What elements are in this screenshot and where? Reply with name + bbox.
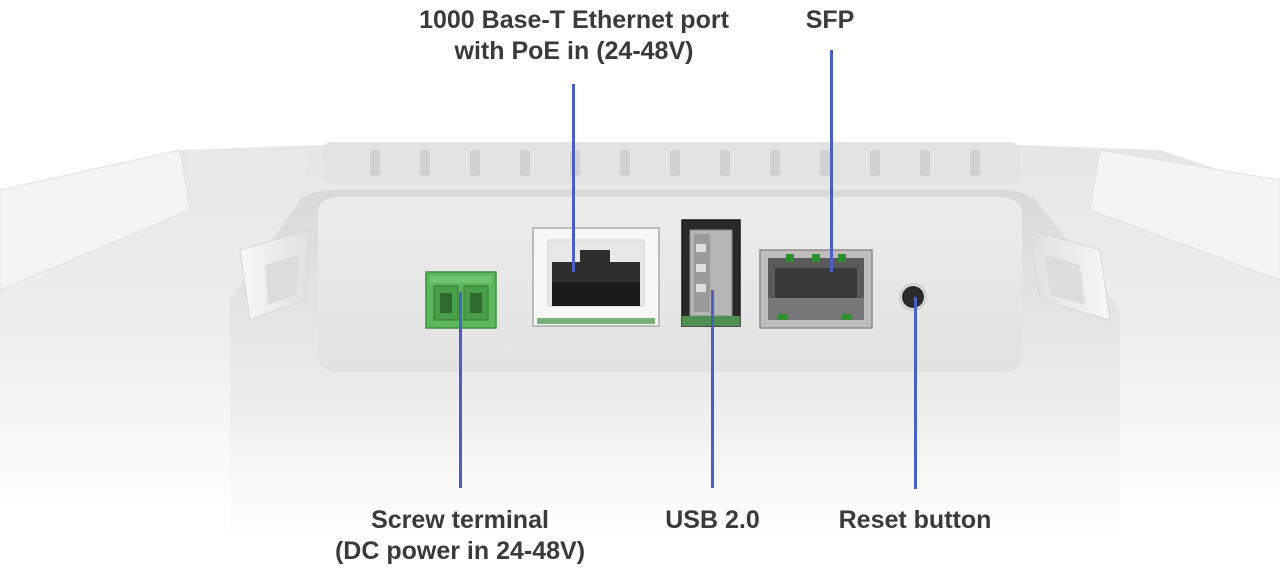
screw-terminal-label-line1: Screw terminal [371,506,549,534]
ethernet-leader-line [572,84,575,272]
screw-terminal-label: Screw terminal (DC power in 24-48V) [290,505,630,567]
screw-terminal-label-line2: (DC power in 24-48V) [334,537,586,565]
sfp-leader-line [830,50,833,272]
sfp-label: SFP [780,5,880,36]
usb-label-line1: USB 2.0 [665,506,760,534]
reset-leader-line [914,297,917,489]
reset-button [899,283,927,311]
ethernet-port [532,227,660,327]
vent-slots [370,150,980,176]
usb-leader-line [711,290,714,488]
sfp-cage [759,249,873,329]
device-housing [0,142,1280,580]
sfp-label-line1: SFP [805,6,855,34]
screw-terminal-leader-line [459,292,462,488]
ethernet-port-label-line2: with PoE in (24-48V) [454,37,694,65]
ethernet-port-label-line1: 1000 Base-T Ethernet port [419,6,729,34]
ethernet-port-label: 1000 Base-T Ethernet port with PoE in (2… [374,5,774,67]
reset-button-label: Reset button [810,505,1020,536]
reset-button-label-line1: Reset button [838,506,992,534]
usb-label: USB 2.0 [640,505,785,536]
